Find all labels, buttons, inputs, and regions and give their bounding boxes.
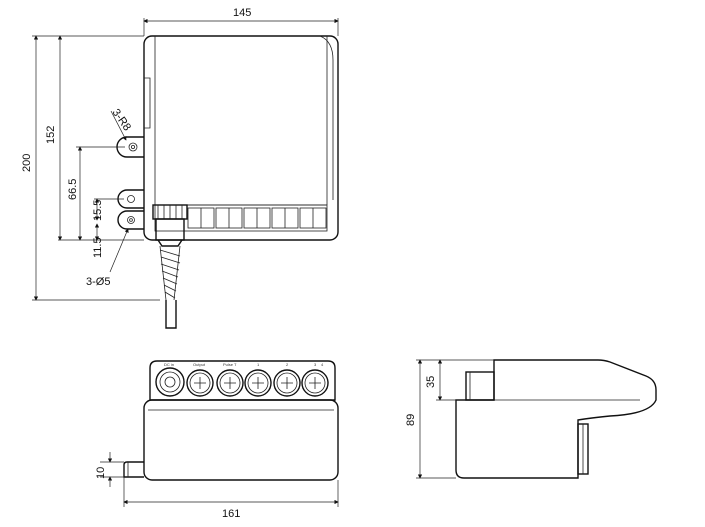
dim-text-11-5: 11.5 bbox=[92, 237, 104, 258]
side-body-outline bbox=[455, 359, 657, 479]
port-label-4: 4 bbox=[321, 362, 324, 367]
port-label-1: 1 bbox=[257, 362, 260, 367]
front-view: DC in Output Pulse T 1 2 3 4 161 10 bbox=[95, 360, 339, 520]
label-3-d5: 3-Ø5 bbox=[86, 276, 110, 288]
port-label-dc-in: DC in bbox=[164, 362, 174, 367]
dim-text-35: 35 bbox=[425, 376, 437, 388]
front-connectors bbox=[155, 367, 329, 397]
dim-text-145: 145 bbox=[233, 7, 251, 19]
dim-text-200: 200 bbox=[21, 154, 33, 172]
dim-text-161: 161 bbox=[222, 508, 240, 520]
label-3-r8: 3-R8 bbox=[110, 107, 134, 133]
connector-strip bbox=[154, 204, 328, 232]
front-connector-panel bbox=[149, 360, 336, 401]
front-flange bbox=[123, 461, 144, 478]
front-body-outline bbox=[143, 399, 339, 481]
dim-text-10: 10 bbox=[95, 467, 107, 479]
dim-text-66-5: 66.5 bbox=[67, 179, 79, 200]
dim-text-15-5: 15.5 bbox=[92, 200, 104, 221]
cable-gland bbox=[152, 204, 188, 329]
port-label-pulse-t: Pulse T bbox=[223, 362, 237, 367]
side-view: 35 89 bbox=[405, 359, 657, 479]
dim-text-89: 89 bbox=[405, 414, 417, 426]
lower-mount-ear bbox=[117, 210, 144, 230]
top-view: 145 bbox=[21, 7, 339, 329]
top-body-outline bbox=[143, 35, 339, 241]
dim-text-152: 152 bbox=[45, 126, 57, 144]
port-label-3: 3 bbox=[314, 362, 317, 367]
port-label-2: 2 bbox=[286, 362, 289, 367]
side-gland bbox=[465, 371, 495, 401]
port-label-output: Output bbox=[193, 362, 206, 367]
